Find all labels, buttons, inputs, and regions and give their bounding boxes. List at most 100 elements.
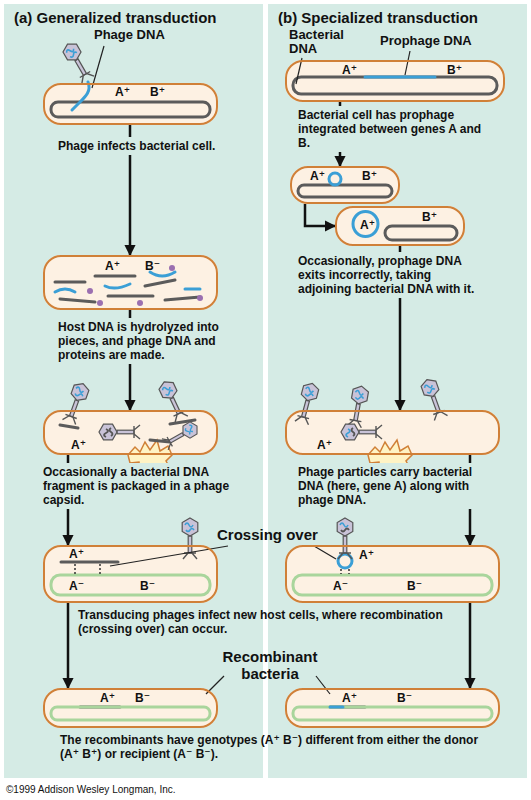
leader-line: [316, 676, 330, 694]
bacterial-cell: A⁺ B⁻: [43, 255, 218, 310]
phage-dna: [329, 173, 341, 185]
part-label: Bacterial DNA: [289, 28, 359, 56]
cell-fill: [285, 545, 500, 603]
phage-dna: [365, 76, 435, 79]
cell-fill: [285, 60, 505, 102]
recipient-chromosome: [51, 575, 492, 720]
step-caption: Phage particles carry bacterial DNA (her…: [295, 463, 500, 509]
cell-fill: [335, 206, 465, 246]
cell-fill: [43, 688, 218, 728]
phage: [341, 424, 382, 440]
gene-label: B⁻: [407, 580, 422, 593]
phage-dna: [353, 212, 378, 237]
cell-fill: [43, 60, 505, 728]
protein-dot: [97, 300, 103, 306]
cell-fill: [285, 688, 500, 728]
step-caption: Bacterial cell has prophage integrated b…: [295, 106, 485, 152]
panel-heading: (a) Generalized transduction: [14, 9, 217, 27]
phage: [99, 424, 140, 440]
leader-line: [206, 676, 224, 694]
phage: [420, 377, 449, 421]
bacterial-chromosome: [51, 77, 497, 707]
protein-dot: [87, 288, 93, 294]
bacterial-cell: A⁺ B⁺: [335, 206, 465, 246]
gene-label: A⁺: [317, 439, 332, 452]
phage-dna: [330, 706, 343, 709]
cell-fill: [290, 166, 400, 204]
gene-label: B⁻: [397, 692, 412, 705]
summary-caption: The recombinants have genotypes (A⁺ B⁻) …: [60, 733, 480, 761]
gene-label: B⁻: [145, 260, 160, 273]
gene-label: A⁺: [310, 170, 325, 183]
panel-heading: (b) Specialized transduction: [278, 9, 478, 27]
step-caption: Transducing phages infect new host cells…: [78, 608, 448, 636]
cell-fill: [43, 83, 218, 125]
step-caption: Occasionally a bacterial DNA fragment is…: [40, 463, 245, 509]
part-label: Prophage DNA: [380, 34, 472, 48]
gene-label: B⁺: [447, 64, 462, 77]
cell-fill: [43, 255, 218, 310]
phage-dna: [72, 82, 89, 110]
phage-dna: [55, 272, 200, 292]
phage: [294, 381, 320, 425]
gene-label: A⁻: [333, 580, 348, 593]
bacterial-chromosome: [298, 185, 392, 197]
gene-label: A⁺: [360, 219, 375, 232]
leader-line: [314, 546, 336, 559]
protein-dot: [137, 300, 143, 306]
bacterial-cell: A⁺ A⁻ B⁻: [43, 545, 218, 603]
gene-label: A⁺: [71, 439, 86, 452]
bacterial-cell: A⁺ A⁻ B⁻: [285, 545, 500, 603]
bacterial-chromosome: [293, 77, 497, 94]
gene-label: B⁺: [150, 86, 165, 99]
phage: [337, 518, 353, 559]
step-caption: Occasionally, prophage DNA exits incorre…: [295, 252, 485, 298]
gene-label: B⁻: [140, 580, 155, 593]
gene-label: A⁺: [115, 86, 130, 99]
gene-label: A⁻: [69, 580, 84, 593]
gene-label: A⁺: [100, 692, 115, 705]
gene-label: A⁺: [69, 548, 84, 561]
bacterial-cell: A⁺ B⁺: [290, 166, 400, 204]
phage: [61, 40, 95, 83]
leader-line: [110, 546, 228, 566]
bacterial-cell: A⁺: [285, 410, 500, 455]
step-arrow: [67, 603, 70, 688]
gene-label: B⁻: [135, 692, 150, 705]
leader-line: [405, 51, 410, 75]
bacterial-cell: A⁺ B⁻: [285, 688, 500, 728]
cell-fill: [43, 410, 218, 455]
bacterial-chromosome: [385, 226, 457, 240]
recipient-chromosome: [51, 575, 210, 595]
recipient-chromosome: [293, 575, 492, 595]
callout-label: Crossing over: [217, 526, 318, 543]
part-label: Phage DNA: [94, 28, 165, 42]
gene-label: A⁺: [105, 260, 120, 273]
gene-label: A⁺: [342, 692, 357, 705]
copyright-note: ©1999 Addison Wesley Longman, Inc.: [6, 784, 176, 796]
step-arrow: [469, 603, 472, 688]
phage: [162, 420, 201, 451]
protein-dot: [197, 295, 203, 301]
recipient-chromosome: [293, 707, 492, 720]
bacterial-cell: A⁺ B⁻: [43, 688, 218, 728]
gene-label: A⁺: [359, 549, 374, 562]
bacterial-cell: A⁺: [43, 410, 218, 455]
protein-dot: [169, 265, 175, 271]
gene-label: A⁺: [342, 64, 357, 77]
gene-label: B⁺: [422, 211, 437, 224]
panel-ground: [4, 4, 527, 778]
phage: [347, 385, 369, 428]
step-caption: Phage infects bacterial cell.: [55, 137, 255, 155]
leader-line: [92, 46, 104, 88]
gene-label: B⁺: [362, 170, 377, 183]
bacterial-chromosome: [51, 102, 210, 117]
recipient-chromosome: [51, 707, 210, 720]
step-caption: Host DNA is hydrolyzed into pieces, and …: [55, 318, 250, 364]
bacterial-cell: A⁺ B⁺: [43, 83, 218, 125]
bacterial-cell: A⁺ B⁺: [285, 60, 505, 102]
bacterial-chromosome: [55, 276, 200, 302]
phage: [157, 379, 188, 423]
phage: [62, 381, 91, 425]
